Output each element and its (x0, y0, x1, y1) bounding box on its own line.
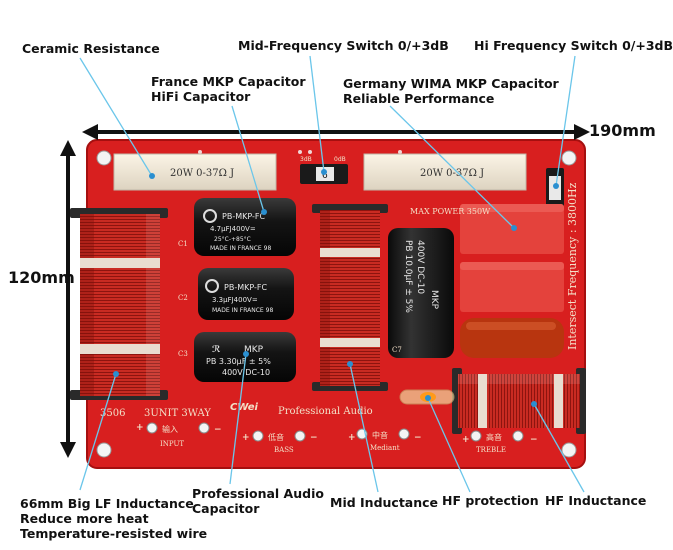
brand-logo: CWei (230, 402, 259, 413)
model-label: 3506 (100, 408, 125, 419)
callout-wima-line2: Reliable Performance (343, 91, 495, 106)
cap1-line3: 25°C-+85°C (214, 236, 251, 243)
cap4-line3: MKP (429, 290, 439, 310)
svg-text:−: − (530, 435, 538, 445)
brand-label: Professional Audio (278, 406, 373, 417)
mount-hole (96, 442, 112, 458)
terminal-bass: + 低音 − BASS (242, 430, 318, 454)
mid-label: Mediant (370, 444, 400, 452)
callout-france-capacitor: France MKP Capacitor HiFi Capacitor (151, 74, 306, 104)
svg-text:−: − (214, 425, 222, 435)
callout-hi-switch: Hi Frequency Switch 0/+3dB (474, 38, 673, 53)
mid-cn: 中音 (372, 430, 388, 440)
callout-pro-line2: Capacitor (192, 501, 260, 516)
wima-capacitor-2 (460, 262, 564, 312)
cap3-line2: PB 3.30μF ± 5% (206, 357, 271, 366)
callout-lf-line1: 66mm Big LF Inductance (20, 496, 194, 511)
switch-3db-label: 3dB (300, 156, 312, 163)
cap2-line1: PB-MKP-FC (224, 283, 267, 292)
height-dimension-arrow (60, 140, 76, 458)
hf-inductor (452, 368, 586, 434)
callout-france-line1: France MKP Capacitor (151, 74, 306, 89)
mount-hole (96, 150, 112, 166)
terminal-input: + 输入 − INPUT (136, 422, 222, 448)
callout-hf-inductance: HF Inductance (545, 493, 647, 508)
cap1-line1: PB-MKP-FC (222, 212, 265, 221)
cap4-line2: 400V DC-10 (415, 240, 425, 294)
callout-pro-capacitor: Professional Audio Capacitor (192, 486, 324, 516)
big-mkp-capacitor: PB 10.0μF ± 5% 400V DC-10 MKP (388, 228, 454, 358)
intersect-label: Intersect Frequency : 3800Hz (566, 182, 579, 350)
france-mkp-capacitor-1: PB-MKP-FC 4.7μFJ400V= 25°C-+85°C MADE IN… (194, 198, 296, 256)
width-dimension: 190mm (589, 121, 656, 140)
wima-capacitor-3 (460, 318, 564, 358)
lf-inductor (70, 208, 168, 400)
silk-c3: C3 (178, 350, 188, 358)
mount-hole (561, 150, 577, 166)
callout-lf-line3: Temperature-resisted wire (20, 526, 208, 541)
mid-inductor (312, 204, 388, 391)
callout-wima-line1: Germany WIMA MKP Capacitor (343, 76, 559, 91)
france-mkp-capacitor-2: PB-MKP-FC 3.3μFJ400V= MADE IN FRANCE 98 (198, 268, 294, 320)
terminal-treble: + 高音 − TREBLE (462, 430, 538, 454)
silk-c2: C2 (178, 294, 188, 302)
resistor-label-left: 20W 0-37Ω J (170, 168, 234, 179)
bass-label: BASS (274, 446, 294, 454)
switch-0db-label: 0dB (334, 156, 346, 163)
switch-value: 6 (322, 171, 328, 181)
ceramic-resistor-left: 20W 0-37Ω J (113, 153, 277, 191)
cap1-line2: 4.7μFJ400V= (210, 225, 256, 233)
svg-text:+: + (348, 433, 356, 443)
cap2-line2: 3.3μFJ400V= (212, 296, 258, 304)
hi-frequency-switch (546, 168, 564, 210)
callout-mid-switch: Mid-Frequency Switch 0/+3dB (238, 38, 449, 53)
callout-pro-line1: Professional Audio (192, 486, 324, 501)
treble-label: TREBLE (476, 446, 506, 454)
silk-c7: C7 (392, 346, 402, 354)
height-dimension: 120mm (8, 268, 75, 287)
bass-cn: 低音 (268, 432, 284, 442)
callout-lines (79, 55, 585, 493)
callout-lf-line2: Reduce more heat (20, 511, 149, 526)
callout-lf-inductance: 66mm Big LF Inductance Reduce more heat … (20, 496, 207, 541)
input-label: INPUT (160, 440, 184, 448)
cap3-line1: MKP (244, 345, 264, 355)
svg-text:−: − (310, 433, 318, 443)
silkscreen: MAX POWER 350W Intersect Frequency : 380… (100, 182, 579, 419)
callout-hf-protection: HF protection (442, 493, 539, 508)
terminal-mid: + 中音 − Mediant (348, 428, 422, 452)
mount-hole (561, 442, 577, 458)
callout-mid-inductance: Mid Inductance (330, 495, 439, 510)
callout-ceramic-resistance: Ceramic Resistance (22, 41, 160, 56)
unit-label: 3UNIT 3WAY (144, 408, 211, 419)
cap4-line1: PB 10.0μF ± 5% (403, 240, 413, 313)
svg-text:+: + (136, 423, 144, 433)
treble-cn: 高音 (486, 432, 502, 442)
callout-france-line2: HiFi Capacitor (151, 89, 251, 104)
resistor-label-right: 20W 0-37Ω J (420, 168, 484, 179)
callout-dots (113, 169, 559, 407)
cap1-line4: MADE IN FRANCE 98 (210, 245, 271, 252)
max-power-label: MAX POWER 350W (410, 207, 491, 216)
width-dimension-arrow (82, 124, 590, 140)
callout-wima-capacitor: Germany WIMA MKP Capacitor Reliable Perf… (343, 76, 559, 106)
svg-text:−: − (414, 433, 422, 443)
cap3-line3: 400V DC-10 (222, 368, 270, 377)
input-cn: 输入 (162, 424, 178, 434)
svg-text:+: + (242, 433, 250, 443)
silk-c1: C1 (178, 240, 188, 248)
logo-mark: ℛ (212, 345, 221, 355)
svg-text:+: + (462, 435, 470, 445)
cap2-line3: MADE IN FRANCE 98 (212, 307, 273, 314)
